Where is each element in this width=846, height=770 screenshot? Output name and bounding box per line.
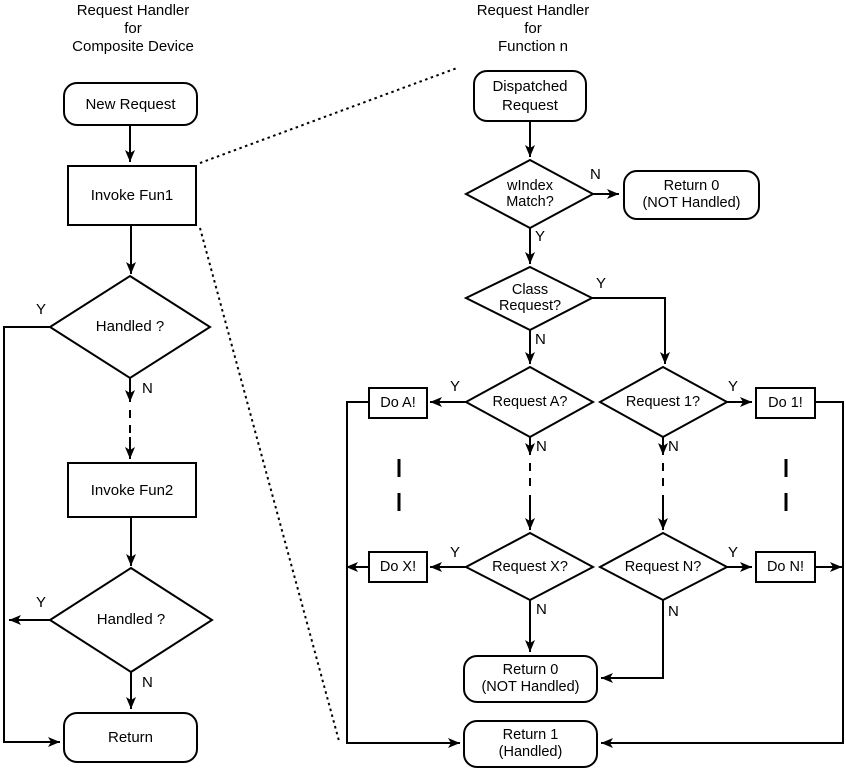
class-request-label: Class Request?: [498, 282, 562, 314]
label-requestx-no: N: [536, 601, 547, 618]
class-request-diamond: [463, 265, 595, 332]
callout-line-bottom: [199, 227, 340, 742]
label-class-no: N: [535, 331, 546, 348]
request-n-diamond: [597, 531, 730, 602]
label-requestn-no: N: [668, 603, 679, 620]
return-0-bottom-node: Return 0 (NOT Handled): [463, 655, 598, 703]
request-n-label: Request N?: [624, 559, 702, 575]
callout-line-top: [199, 67, 458, 164]
windex-match-diamond: [463, 158, 596, 230]
edge-left-rail-to-return1: [346, 401, 460, 748]
request-x-label: Request X?: [492, 559, 568, 575]
label-request1-no: N: [668, 438, 679, 455]
label-requestn-yes: Y: [728, 544, 739, 561]
request-a-diamond: [463, 365, 596, 439]
left-diagram-title: Request Handler for Composite Device: [72, 2, 194, 55]
edge-requestn-no: [601, 600, 664, 683]
do-1-node: Do 1!: [755, 387, 816, 419]
invoke-fun2-node: Invoke Fun2: [67, 462, 197, 518]
label-handled2-no: N: [142, 674, 153, 691]
return-0-top-node: Return 0 (NOT Handled): [623, 170, 760, 220]
label-request1-yes: Y: [728, 378, 739, 395]
return-1-node: Return 1 (Handled): [463, 720, 598, 768]
do-n-node: Do N!: [755, 551, 816, 583]
label-handled2-yes: Y: [36, 594, 47, 611]
edge-handled1-yes-rail: [3, 326, 60, 747]
handled-1-diamond: [48, 274, 212, 380]
label-class-yes: Y: [596, 275, 607, 292]
do-x-node: Do X!: [368, 551, 428, 583]
label-requesta-yes: Y: [450, 378, 461, 395]
request-1-label: Request 1?: [625, 394, 701, 410]
do-a-node: Do A!: [368, 387, 428, 419]
request-x-diamond: [463, 531, 596, 602]
handled-2-label: Handled ?: [96, 611, 166, 628]
label-windex-yes: Y: [535, 228, 546, 245]
label-handled1-yes: Y: [36, 301, 47, 318]
label-windex-no: N: [590, 166, 601, 183]
label-requestx-yes: Y: [450, 544, 461, 561]
new-request-node: New Request: [63, 82, 198, 126]
label-handled1-no: N: [142, 380, 153, 397]
ellipsis-marks: [397, 459, 788, 511]
dispatched-request-node: Dispatched Request: [473, 70, 587, 122]
edge-right-rail-to-return1: [601, 401, 844, 748]
edge-class-yes: [592, 297, 670, 364]
label-requesta-no: N: [536, 438, 547, 455]
request-1-diamond: [597, 365, 730, 439]
right-diagram-title: Request Handler for Function n: [476, 2, 590, 55]
request-a-label: Request A?: [492, 394, 568, 410]
handled-2-diamond: [48, 566, 214, 674]
handled-1-label: Handled ?: [95, 318, 165, 335]
return-node: Return: [63, 712, 198, 763]
invoke-fun1-node: Invoke Fun1: [67, 165, 197, 226]
windex-match-label: wIndex Match?: [506, 178, 554, 210]
